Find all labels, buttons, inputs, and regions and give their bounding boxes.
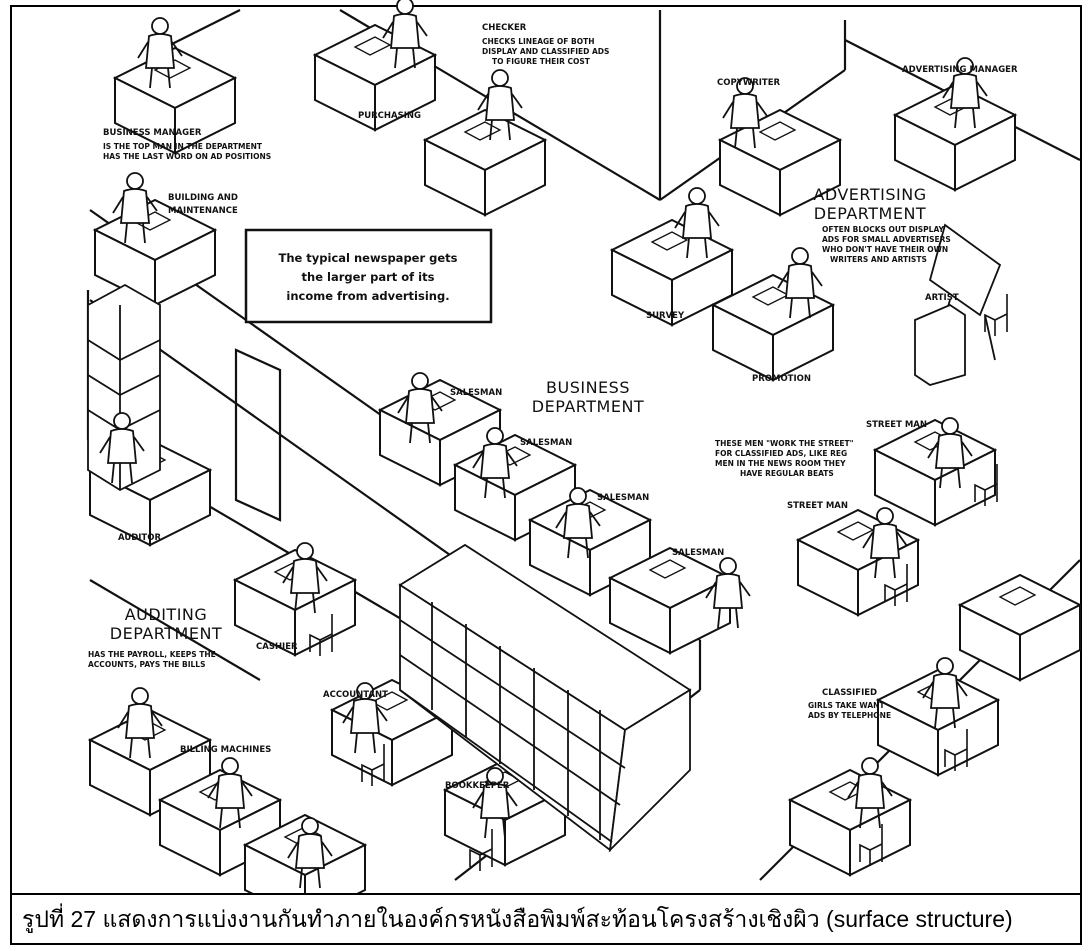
callout-line: The typical newspaper gets [278, 251, 457, 265]
purchasing-label: PURCHASING [358, 111, 421, 121]
street-men-note: HAVE REGULAR BEATS [740, 469, 834, 478]
business-department-heading: BUSINESS [546, 378, 630, 397]
building-maintenance-label: MAINTENANCE [168, 206, 238, 216]
street-men-note: FOR CLASSIFIED ADS, LIKE REG [715, 449, 847, 458]
callout-box: The typical newspaper gets the larger pa… [246, 230, 491, 322]
salesman-label: SALESMAN [672, 548, 724, 558]
checker-note: CHECKS LINEAGE OF BOTH [482, 37, 595, 46]
desk [798, 510, 918, 615]
street-man-label: STREET MAN [787, 501, 848, 511]
auditing-note: ACCOUNTS, PAYS THE BILLS [88, 660, 205, 669]
business-department-heading: DEPARTMENT [532, 397, 644, 416]
business-manager-note: HAS THE LAST WORD ON AD POSITIONS [103, 152, 271, 161]
street-men-note: MEN IN THE NEWS ROOM THEY [715, 459, 846, 468]
auditing-note: HAS THE PAYROLL, KEEPS THE [88, 650, 216, 659]
accountant-label: ACCOUNTANT [323, 690, 388, 700]
salesman-label: SALESMAN [520, 438, 572, 448]
advertising-department-heading: ADVERTISING [813, 185, 926, 204]
newspaper-office-illustration: The typical newspaper gets the larger pa… [0, 0, 1092, 895]
classified-note: GIRLS TAKE WANT [808, 701, 885, 710]
figure-caption: รูปที่ 27 แสดงการแบ่งงานกันทำภายในองค์กร… [22, 899, 1077, 939]
bookkeeper-label: BOOKKEEPER [445, 781, 510, 791]
advertising-note: WRITERS AND ARTISTS [830, 255, 927, 264]
copywriter-label: COPYWRITER [717, 78, 781, 88]
salesman-label: SALESMAN [450, 388, 502, 398]
desk [875, 420, 995, 525]
caption-divider [10, 893, 1082, 895]
callout-line: income from advertising. [286, 289, 449, 303]
classified-label: CLASSIFIED [822, 688, 877, 698]
survey-label: SURVEY [646, 311, 685, 321]
desk [790, 770, 910, 875]
callout-line: the larger part of its [302, 270, 435, 284]
classified-note: ADS BY TELEPHONE [808, 711, 891, 720]
advertising-note: WHO DON'T HAVE THEIR OWN [822, 245, 948, 254]
business-manager-label: BUSINESS MANAGER [103, 128, 202, 138]
checker-note: TO FIGURE THEIR COST [492, 57, 591, 66]
street-man-label: STREET MAN [866, 420, 927, 430]
advertising-note: ADS FOR SMALL ADVERTISERS [822, 235, 951, 244]
promotion-label: PROMOTION [752, 374, 811, 384]
street-men-note: THESE MEN "WORK THE STREET" [715, 439, 854, 448]
desk [425, 110, 545, 215]
desk [960, 575, 1080, 680]
auditing-department-heading: DEPARTMENT [110, 624, 222, 643]
building-maintenance-label: BUILDING AND [168, 193, 238, 203]
business-manager-note: IS THE TOP MAN IN THE DEPARTMENT [103, 142, 263, 151]
checker-note: DISPLAY AND CLASSIFIED ADS [482, 47, 609, 56]
salesman-label: SALESMAN [597, 493, 649, 503]
cashier-label: CASHIER [256, 642, 298, 652]
artist-label: ARTIST [925, 293, 959, 303]
auditing-department-heading: AUDITING [125, 605, 208, 624]
advertising-note: OFTEN BLOCKS OUT DISPLAY [822, 225, 945, 234]
billing-machines-label: BILLING MACHINES [180, 745, 271, 755]
advertising-department-heading: DEPARTMENT [814, 204, 926, 223]
advertising-manager-label: ADVERTISING MANAGER [902, 65, 1018, 75]
auditor-label: AUDITOR [118, 533, 161, 543]
checker-label: CHECKER [482, 23, 527, 33]
